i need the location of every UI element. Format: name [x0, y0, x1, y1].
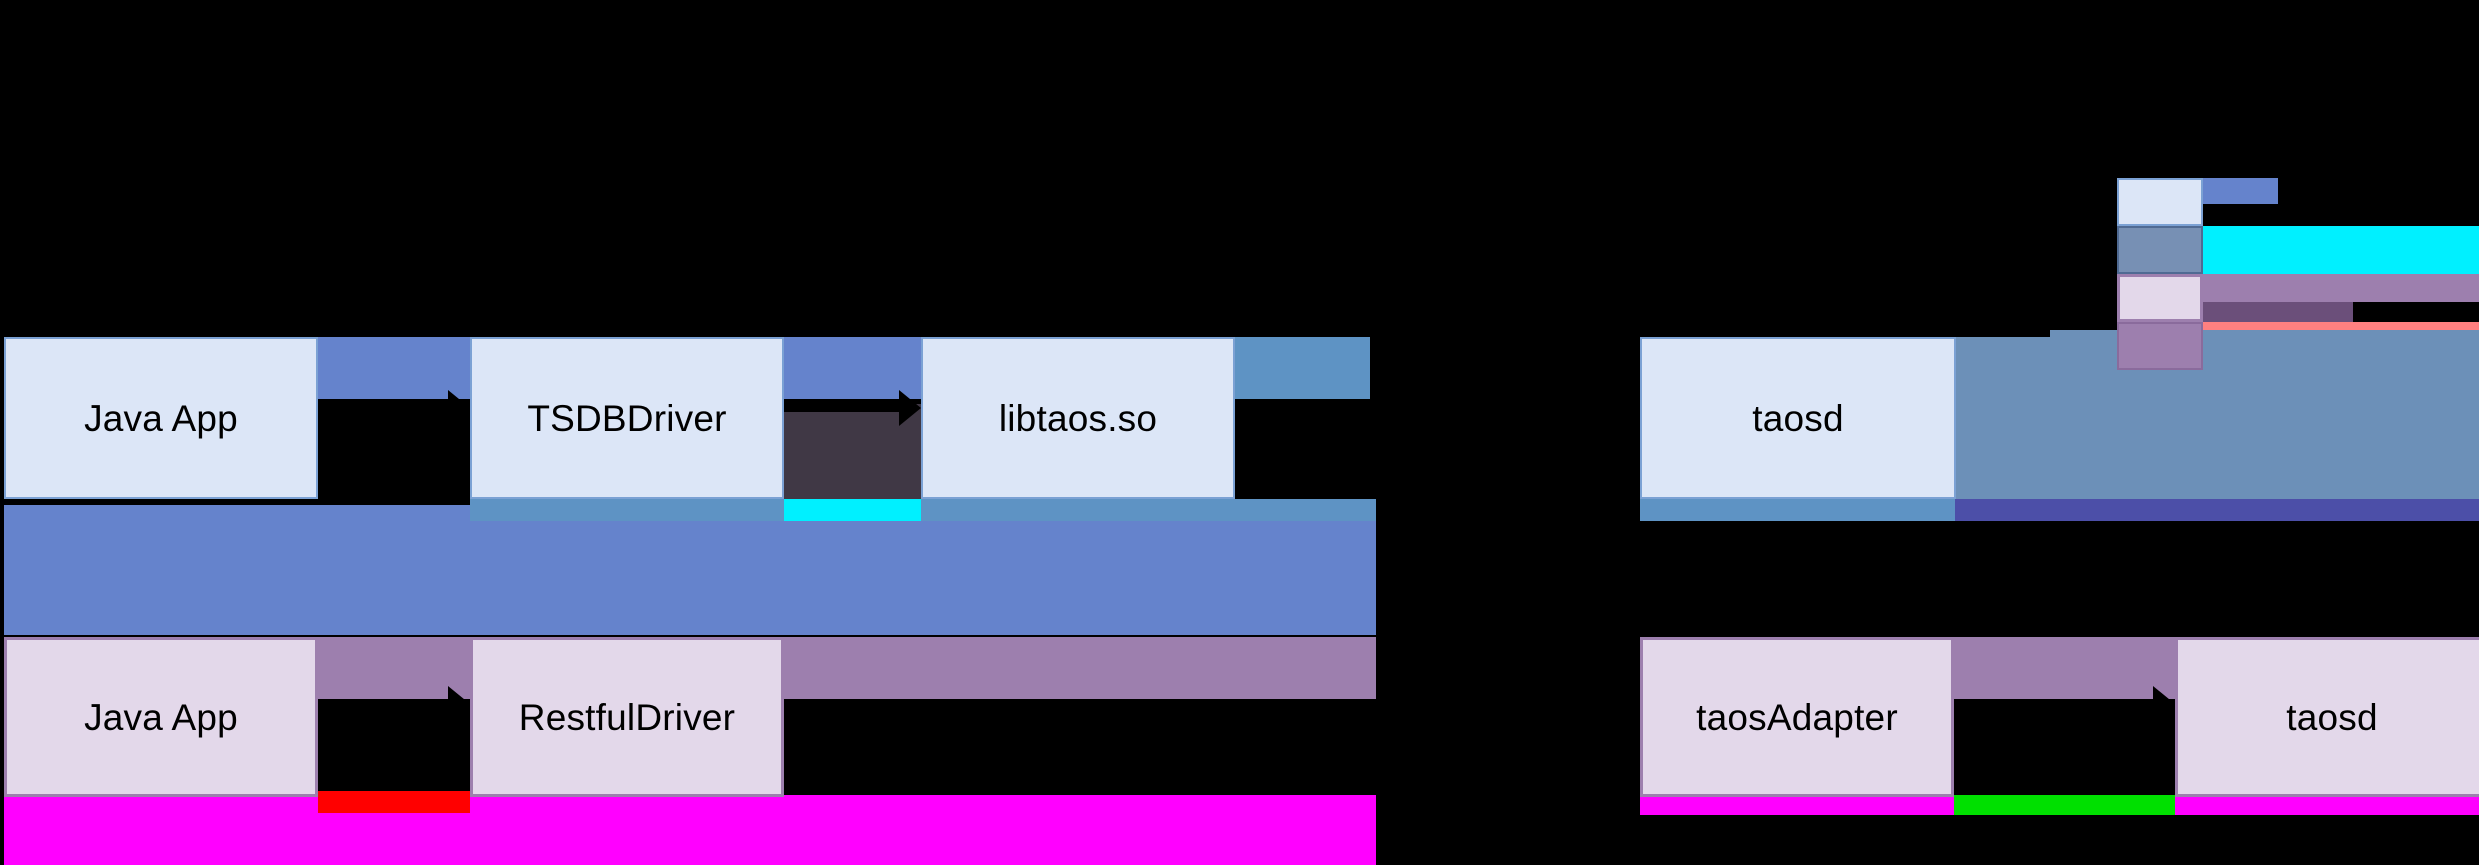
node-tsdbdriver[interactable]: TSDBDriver	[470, 337, 784, 499]
fill-legend-blue-1	[2203, 178, 2278, 204]
node-taosd-native[interactable]: taosd	[1640, 337, 1956, 499]
fill-underline-taosd-right	[1955, 499, 2479, 521]
fill-magenta-adapter	[1640, 795, 1954, 815]
fill-legend-cyan-2	[2203, 226, 2479, 274]
node-label: RestfulDriver	[518, 696, 736, 738]
node-restfuldriver[interactable]: RestfulDriver	[470, 637, 784, 797]
arrow-line	[318, 700, 450, 708]
fill-band-blue-main	[4, 505, 1376, 635]
fill-red-r2-under-arrow	[318, 791, 470, 813]
arrow-head-icon	[448, 686, 470, 722]
fill-legend-purple-3	[2203, 274, 2479, 302]
fill-magenta-r2-under-a	[4, 795, 318, 817]
node-java-app-rest[interactable]: Java App	[4, 637, 318, 797]
node-taosd-rest[interactable]: taosd	[2175, 637, 2479, 797]
node-label: Java App	[84, 397, 238, 439]
node-taosadapter[interactable]: taosAdapter	[1640, 637, 1954, 797]
fill-strip-purple-r2-c	[1954, 637, 2175, 699]
arrow-line	[1235, 404, 1620, 412]
node-label: taosd	[2286, 696, 2378, 738]
fill-strip-blue-r1-b	[784, 337, 921, 399]
arrow-line	[1954, 700, 2155, 708]
fill-legend-steel-bottom	[2050, 330, 2479, 350]
fill-underline-r1-a	[470, 499, 784, 521]
fill-strip-steel-r1-c	[1235, 337, 1370, 399]
fill-dark-r1-tsdb	[784, 404, 921, 499]
arrow-head-icon	[899, 390, 921, 426]
fill-strip-steel-taosd	[1955, 337, 2479, 499]
legend-swatch-2	[2117, 226, 2203, 274]
fill-legend-darkpurple-3b	[2203, 302, 2353, 322]
arrow-head-icon	[448, 390, 470, 426]
node-java-app-native[interactable]: Java App	[4, 337, 318, 499]
fill-underline-r1-cyan	[784, 499, 921, 521]
fill-underline-r1-b	[921, 499, 1376, 521]
arrow-head-icon	[1618, 390, 1640, 426]
legend-swatch-4	[2117, 322, 2203, 370]
arrow-head-icon	[1618, 686, 1640, 722]
arrow-line	[784, 404, 901, 412]
fill-strip-purple-r2-a	[318, 637, 470, 699]
node-libtaos-so[interactable]: libtaos.so	[921, 337, 1235, 499]
node-label: libtaos.so	[998, 397, 1158, 439]
fill-magenta-taosd-rest	[2175, 795, 2479, 815]
arrow-line	[318, 404, 450, 412]
node-label: taosd	[1752, 397, 1844, 439]
node-label: taosAdapter	[1696, 696, 1898, 738]
fill-strip-blue-r1-a	[318, 337, 470, 399]
node-label: TSDBDriver	[527, 397, 727, 439]
fill-green-adapter-arrow	[1954, 795, 2175, 815]
fill-strip-purple-r2-b	[784, 637, 1376, 699]
node-label: Java App	[84, 696, 238, 738]
arrow-line	[784, 700, 1620, 708]
legend-swatch-1	[2117, 178, 2203, 226]
arrow-head-icon	[2153, 686, 2175, 722]
legend-swatch-3	[2117, 274, 2203, 322]
fill-underline-taosd-left	[1640, 499, 1955, 521]
